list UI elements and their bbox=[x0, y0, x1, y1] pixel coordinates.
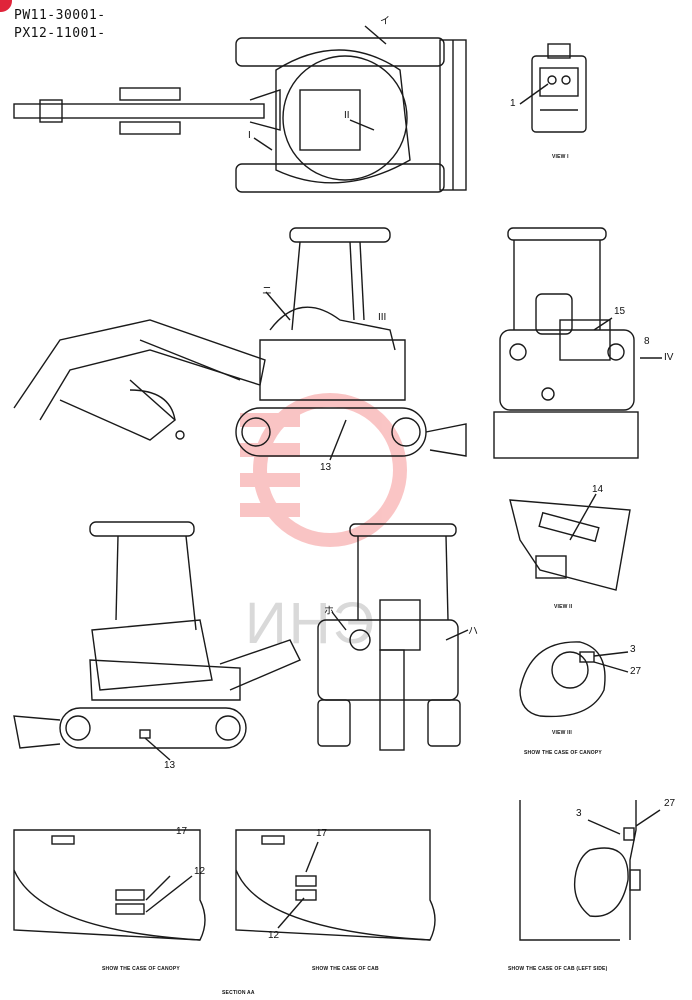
callout-view-ii: II bbox=[344, 110, 350, 121]
callout-12-canopy: 12 bbox=[194, 866, 206, 877]
caption-bottom-cab: SHOW THE CASE OF CAB bbox=[312, 966, 379, 972]
callout-ho-kana: ホ bbox=[324, 606, 334, 617]
callout-view-iii: III bbox=[378, 312, 387, 323]
callout-view-iv: IV bbox=[664, 352, 674, 363]
callout-17-canopy: 17 bbox=[176, 826, 188, 837]
model-serial-1: PW11-30001- bbox=[14, 8, 106, 23]
callout-ha-kana: ハ bbox=[468, 626, 478, 637]
callout-13-cab: 13 bbox=[164, 760, 176, 771]
callout-3-cab-left: 3 bbox=[576, 808, 582, 819]
caption-section-aa: SECTION AA bbox=[222, 990, 255, 996]
caption-view-2: VIEW II bbox=[554, 604, 573, 610]
callout-17-cab: 17 bbox=[316, 828, 328, 839]
watermark-text: ИНЭ bbox=[245, 591, 377, 656]
callout-27-view3: 27 bbox=[630, 666, 642, 677]
caption-view-3: VIEW III bbox=[552, 730, 572, 736]
bottom-panel-cab-left bbox=[519, 800, 661, 941]
view-2-drawing bbox=[509, 493, 631, 591]
caption-bottom-canopy: SHOW THE CASE OF CANOPY bbox=[102, 966, 180, 972]
callout-15: 15 bbox=[614, 306, 626, 317]
callout-13-side: 13 bbox=[320, 462, 332, 473]
callout-3-view3: 3 bbox=[630, 644, 636, 655]
view-3-drawing bbox=[519, 641, 629, 718]
caption-canopy-case: SHOW THE CASE OF CANOPY bbox=[524, 750, 602, 756]
cab-three-quarter-view bbox=[13, 521, 301, 749]
callout-i-kana: イ bbox=[380, 16, 390, 27]
side-view-machine bbox=[13, 227, 467, 457]
bottom-panel-canopy bbox=[13, 829, 206, 941]
callout-ni-kana: ニ bbox=[262, 286, 272, 297]
front-view-machine bbox=[317, 523, 461, 751]
rear-view-machine bbox=[493, 227, 639, 459]
callout-12-cab: 12 bbox=[268, 930, 280, 941]
top-view-machine bbox=[13, 37, 467, 193]
callout-14: 14 bbox=[592, 484, 604, 495]
view-1-drawing bbox=[519, 43, 587, 133]
callout-27-cab-left: 27 bbox=[664, 798, 676, 809]
callout-8: 8 bbox=[644, 336, 650, 347]
callout-view-i: I bbox=[248, 130, 251, 141]
callout-1: 1 bbox=[510, 98, 516, 109]
caption-view-1: VIEW I bbox=[552, 154, 569, 160]
model-serial-2: PX12-11001- bbox=[14, 26, 106, 41]
bottom-panel-cab bbox=[235, 829, 436, 941]
caption-bottom-cab-left: SHOW THE CASE OF CAB (LEFT SIDE) bbox=[508, 966, 608, 972]
